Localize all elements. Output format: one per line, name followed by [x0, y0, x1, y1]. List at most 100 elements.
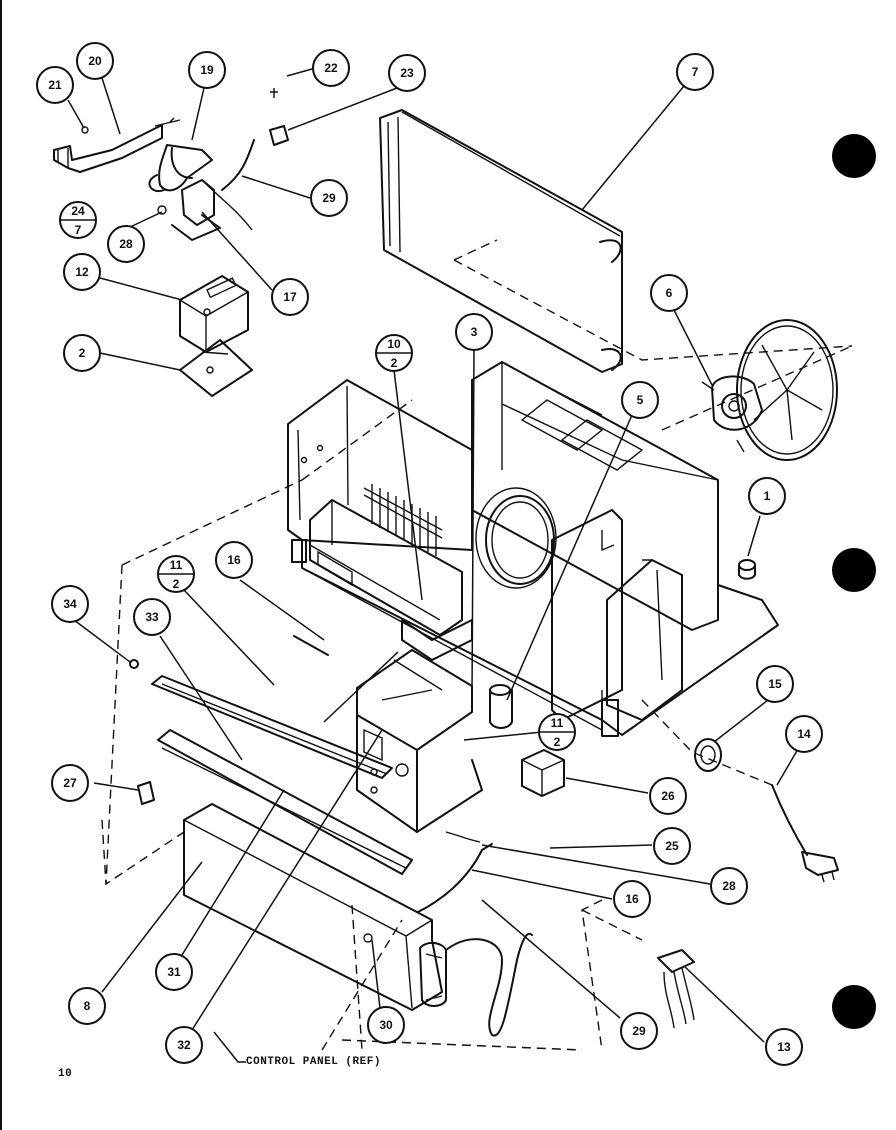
svg-text:25: 25 [665, 839, 679, 853]
chassis-main-body [287, 361, 779, 737]
callout-13: 13 [765, 1028, 803, 1066]
callout-24-over-7: 24 7 [59, 201, 97, 239]
callout-2: 2 [63, 334, 101, 372]
callout-11-over-2-right: 11 2 [538, 713, 576, 751]
svg-text:26: 26 [661, 789, 675, 803]
svg-text:21: 21 [48, 78, 62, 92]
svg-text:7: 7 [692, 65, 699, 79]
svg-text:32: 32 [177, 1038, 191, 1052]
svg-text:11: 11 [170, 558, 183, 572]
callout-32: 32 [165, 1026, 203, 1064]
power-cord-part-14 [641, 699, 839, 883]
callout-6: 6 [650, 274, 688, 312]
rod-part-16 [293, 635, 329, 656]
callout-16-upper: 16 [215, 541, 253, 579]
callout-1: 1 [748, 477, 786, 515]
control-panel-part-2 [179, 339, 253, 397]
svg-text:12: 12 [75, 265, 89, 279]
callout-16-lower: 16 [613, 880, 651, 918]
binder-hole-middle [832, 548, 876, 592]
callout-27: 27 [51, 764, 89, 802]
callout-10-over-2: 10 2 [375, 334, 413, 372]
svg-text:16: 16 [625, 892, 639, 906]
callout-8: 8 [68, 987, 106, 1025]
grommet-part-1 [738, 559, 756, 580]
svg-text:2: 2 [173, 577, 180, 591]
svg-text:29: 29 [322, 191, 336, 205]
callout-3: 3 [455, 313, 493, 351]
callout-5: 5 [621, 381, 659, 419]
fan-motor-part-6 [661, 319, 853, 461]
svg-text:10: 10 [387, 337, 401, 351]
svg-text:22: 22 [324, 61, 338, 75]
svg-text:28: 28 [722, 879, 736, 893]
callout-28-lower: 28 [710, 867, 748, 905]
bracket-part-20 [53, 117, 181, 173]
svg-text:33: 33 [145, 610, 159, 624]
svg-text:1: 1 [764, 489, 771, 503]
callout-22: 22 [312, 49, 350, 87]
svg-text:34: 34 [63, 597, 77, 611]
svg-text:28: 28 [119, 237, 133, 251]
svg-text:29: 29 [632, 1024, 646, 1038]
front-rail-part-33 [129, 659, 393, 779]
callout-15: 15 [756, 665, 794, 703]
svg-text:20: 20 [88, 54, 102, 68]
svg-text:2: 2 [79, 346, 86, 360]
svg-text:8: 8 [84, 999, 91, 1013]
svg-text:5: 5 [637, 393, 644, 407]
callout-29-lower: 29 [620, 1012, 658, 1050]
wire-part-28-lower [445, 831, 481, 843]
callout-29-top: 29 [310, 179, 348, 217]
svg-text:14: 14 [797, 727, 811, 741]
svg-text:31: 31 [167, 965, 181, 979]
callout-14: 14 [785, 715, 823, 753]
svg-text:15: 15 [768, 677, 782, 691]
callout-31: 31 [155, 953, 193, 991]
callout-30: 30 [367, 1006, 405, 1044]
svg-text:6: 6 [666, 286, 673, 300]
tubing-part-29 [445, 932, 533, 1037]
svg-text:23: 23 [400, 66, 414, 80]
thermostat-part-30 [363, 933, 447, 1007]
callout-25: 25 [653, 827, 691, 865]
svg-text:16: 16 [227, 553, 241, 567]
svg-text:13: 13 [777, 1040, 791, 1054]
svg-text:2: 2 [554, 735, 561, 749]
callout-26: 26 [649, 777, 687, 815]
callout-23: 23 [388, 54, 426, 92]
svg-text:7: 7 [75, 223, 82, 237]
latch-part-27 [137, 781, 155, 805]
switch-part-13 [657, 949, 695, 1029]
svg-text:2: 2 [391, 356, 398, 370]
front-panel-part-8 [183, 803, 443, 1011]
callout-19: 19 [188, 51, 226, 89]
callout-7: 7 [676, 53, 714, 91]
condenser-coil-part-7 [379, 109, 853, 373]
callout-20: 20 [76, 42, 114, 80]
svg-text:17: 17 [283, 290, 297, 304]
page-number: 10 [58, 1068, 73, 1080]
svg-text:27: 27 [63, 776, 77, 790]
control-panel-ref-label: CONTROL PANEL (REF) [246, 1056, 381, 1068]
svg-text:19: 19 [200, 63, 214, 77]
svg-text:24: 24 [71, 204, 85, 218]
control-box-part-12 [179, 275, 249, 353]
control-box-assembly [356, 619, 483, 833]
rod-part-16-lower [417, 843, 493, 913]
valve-assembly-17 [148, 139, 255, 241]
svg-text:3: 3 [471, 325, 478, 339]
grille-part-31 [157, 729, 413, 875]
binder-hole-bottom [832, 985, 876, 1029]
callout-34: 34 [51, 585, 89, 623]
callout-17: 17 [271, 278, 309, 316]
screw-part-22 [270, 88, 278, 98]
clip-part-23 [269, 125, 289, 146]
callout-12: 12 [63, 253, 101, 291]
callout-11-over-2-left: 11 2 [157, 555, 195, 593]
callout-21: 21 [36, 66, 74, 104]
callout-28-top: 28 [107, 225, 145, 263]
callout-33: 33 [133, 598, 171, 636]
